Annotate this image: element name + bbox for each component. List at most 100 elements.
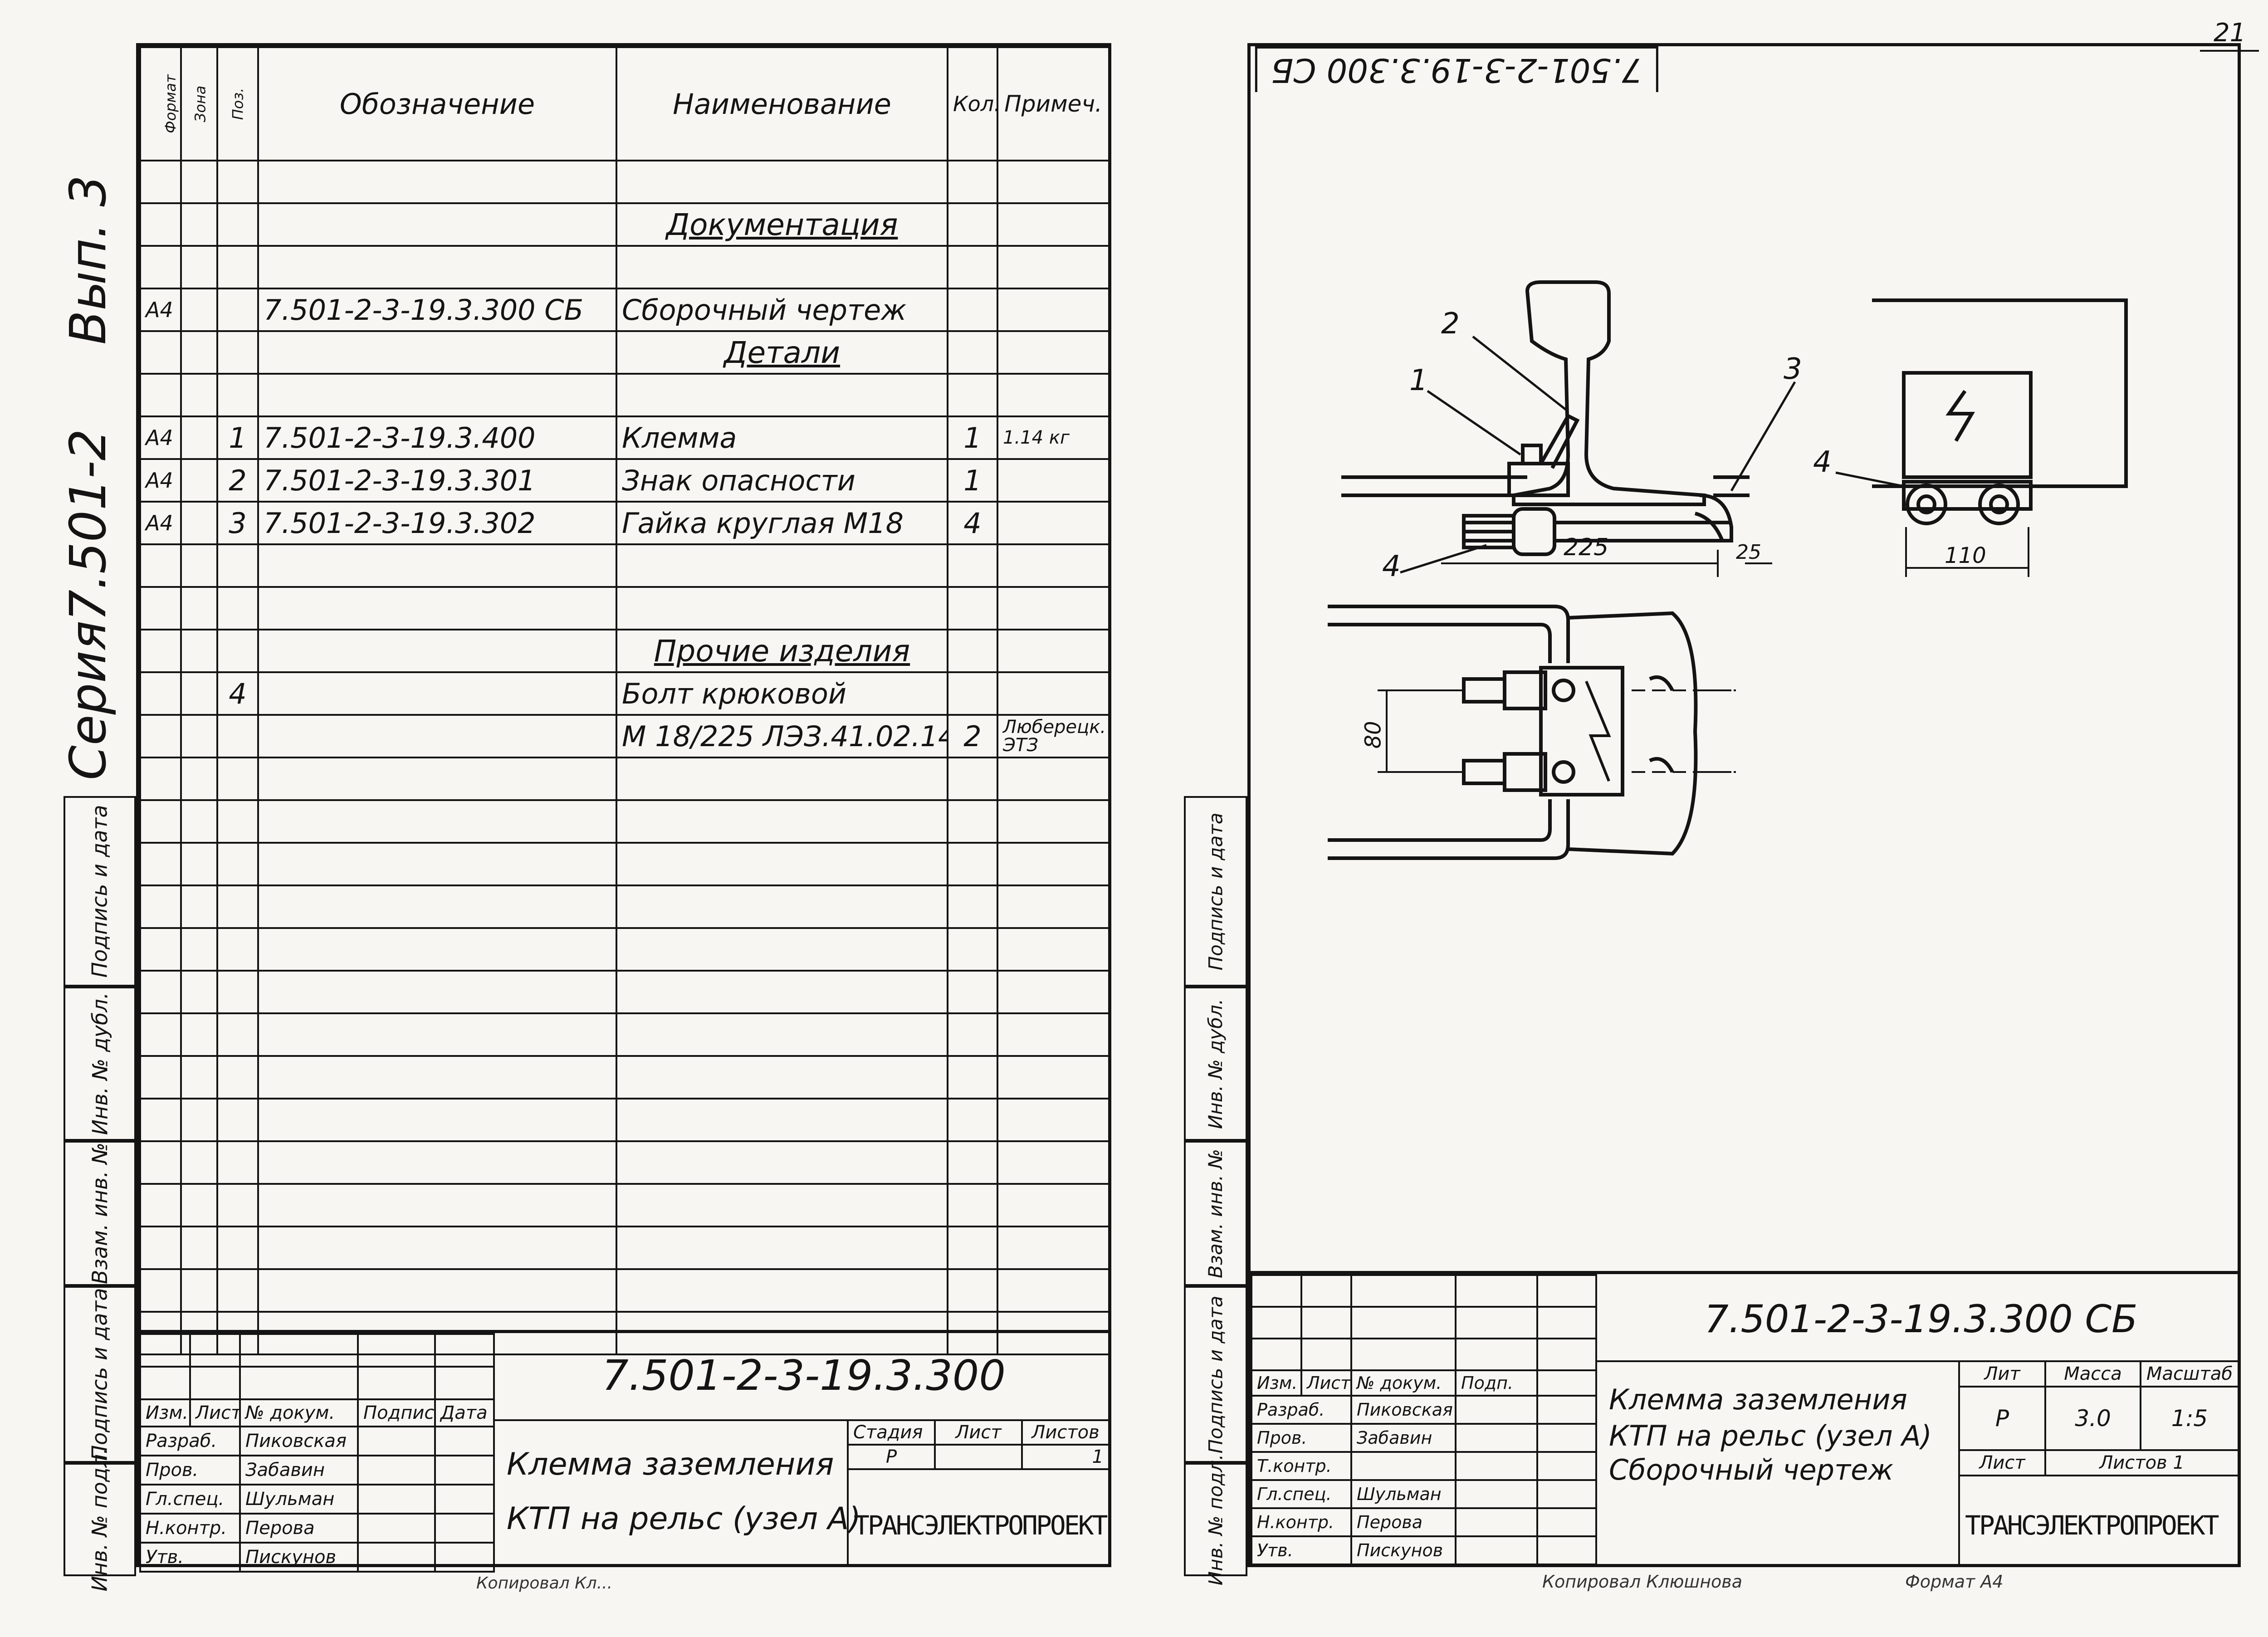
- spec-cell-pos: [216, 842, 259, 886]
- spec-cell-designation: [257, 799, 617, 844]
- spec-sheet-frame: Формат Зона Поз. Обозначение Наименовани…: [136, 43, 1111, 1573]
- spec-cell-qty: [947, 373, 998, 417]
- spec-cell-note: [997, 288, 1110, 332]
- lit-table: Лит Масса Масштаб Р 3.0 1:5 Лист Листов …: [1958, 1360, 2239, 1476]
- signature-role: Пров.: [139, 1455, 241, 1486]
- spec-row: [139, 842, 1110, 886]
- spec-cell-format: [139, 629, 182, 673]
- spec-cell-qty: [947, 884, 998, 929]
- side-cell: Инв. № дубл.: [64, 987, 136, 1141]
- spec-cell-pos: [216, 884, 259, 929]
- spec-cell-qty: [947, 330, 998, 375]
- plan-rail-base: [1568, 611, 1698, 856]
- side-cell: Инв. № подл.: [64, 1447, 136, 1592]
- side-cell: Взам. инв. №: [1184, 1141, 1247, 1286]
- spec-cell-format: [139, 1226, 182, 1270]
- callout-4-side: 4: [1382, 550, 1401, 583]
- spec-cell-designation: [257, 202, 617, 247]
- spec-cell-format: [139, 884, 182, 929]
- page-number: 21: [2214, 18, 2246, 48]
- spec-cell-qty: [947, 1055, 998, 1099]
- signature-person: Пискунов: [1350, 1535, 1457, 1565]
- spec-cell-format: [139, 202, 182, 247]
- spec-cell-format: [139, 543, 182, 588]
- title-line-2: КТП на рельс (узел А): [507, 1501, 861, 1537]
- spec-cell-note: [997, 1055, 1110, 1099]
- spec-cell-name: [616, 842, 948, 886]
- organization-name: ТРАНСЭЛЕКТРОПРОЕКТ: [854, 1510, 1108, 1541]
- spec-cell-name: Документация: [616, 202, 948, 247]
- spec-row: [139, 1183, 1110, 1227]
- signature-row: Утв.Пискунов: [139, 1542, 495, 1573]
- spec-cell-note: [997, 1226, 1110, 1270]
- spec-cell-name: Гайка круглая М18: [616, 501, 948, 545]
- spec-row: [139, 1012, 1110, 1057]
- spec-cell-name: [616, 160, 948, 204]
- signature-row: Пров.Забавин: [139, 1455, 495, 1486]
- signature-role: Утв.: [139, 1542, 241, 1573]
- spec-cell-note: [997, 1311, 1110, 1355]
- signature-role: Разраб.: [1251, 1395, 1352, 1425]
- spec-cell-qty: [947, 202, 998, 247]
- spec-cell-format: [139, 1098, 182, 1142]
- stage-table: Стадия Лист Листов Р 1: [847, 1419, 1110, 1470]
- note-header: Примеч.: [997, 46, 1110, 161]
- right-side-stamp: Подпись и дата Инв. № дубл. Взам. инв. №…: [1184, 796, 1247, 1585]
- spec-cell-pos: [216, 799, 259, 844]
- signature-row: Утв.Пискунов: [1251, 1535, 1597, 1565]
- title-line-1: Клемма заземления: [1609, 1383, 1907, 1416]
- spec-cell-designation: [257, 1098, 617, 1142]
- spec-cell-format: А4: [139, 458, 182, 503]
- callout-3: 3: [1784, 352, 1802, 386]
- spec-cell-designation: 7.501-2-3-19.3.302: [257, 501, 617, 545]
- spec-cell-format: [139, 245, 182, 289]
- spec-cell-note: [997, 1098, 1110, 1142]
- spec-cell-pos: 3: [216, 501, 259, 545]
- spec-row: Прочие изделия: [139, 629, 1110, 673]
- spec-cell-format: [139, 373, 182, 417]
- spec-cell-designation: [257, 970, 617, 1014]
- spec-cell-note: [997, 1140, 1110, 1185]
- spec-table: Формат Зона Поз. Обозначение Наименовани…: [139, 46, 1110, 1355]
- spec-row: [139, 373, 1110, 417]
- spec-cell-name: Сборочный чертеж: [616, 288, 948, 332]
- spec-cell-qty: 2: [947, 714, 998, 758]
- signature-person: Пискунов: [239, 1542, 359, 1573]
- spec-cell-designation: [257, 629, 617, 673]
- spec-row: [139, 799, 1110, 844]
- signature-role: Т.контр.: [1251, 1451, 1352, 1481]
- spec-cell-qty: [947, 757, 998, 801]
- spec-cell-designation: [257, 330, 617, 375]
- spec-cell-pos: [216, 1183, 259, 1227]
- side-cell: Подпись и дата: [1184, 796, 1247, 987]
- spec-cell-qty: [947, 970, 998, 1014]
- signature-person: Перова: [239, 1513, 359, 1544]
- spec-cell-qty: [947, 927, 998, 972]
- spec-cell-note: [997, 1183, 1110, 1227]
- spec-cell-qty: 4: [947, 501, 998, 545]
- signature-person: Шульман: [1350, 1479, 1457, 1509]
- spec-cell-name: [616, 799, 948, 844]
- spec-cell-name: [616, 1311, 948, 1355]
- callout-4-front: 4: [1813, 445, 1832, 479]
- signature-person: Забавин: [1350, 1423, 1457, 1453]
- side-cell: Подпись и дата: [1184, 1286, 1247, 1463]
- front-view-rail-body: [1872, 298, 2128, 488]
- left-footer-copied: Копировал Кл...: [476, 1574, 613, 1593]
- spec-cell-name: [616, 1183, 948, 1227]
- spec-cell-designation: [257, 842, 617, 886]
- spec-cell-qty: [947, 160, 998, 204]
- qty-header: Кол.: [947, 46, 998, 161]
- spec-row: Документация: [139, 202, 1110, 247]
- spec-cell-name: [616, 245, 948, 289]
- spec-cell-qty: [947, 1268, 998, 1313]
- spec-cell-note: [997, 202, 1110, 247]
- spec-cell-qty: [947, 288, 998, 332]
- spec-cell-pos: [216, 330, 259, 375]
- hook-bolt: [1694, 494, 1733, 542]
- signature-role: Н.контр.: [1251, 1507, 1352, 1537]
- spec-cell-qty: [947, 1098, 998, 1142]
- clamp-nut: [1521, 444, 1543, 465]
- dimension-25: 25: [1736, 541, 1761, 564]
- series-label: Серия: [59, 621, 117, 780]
